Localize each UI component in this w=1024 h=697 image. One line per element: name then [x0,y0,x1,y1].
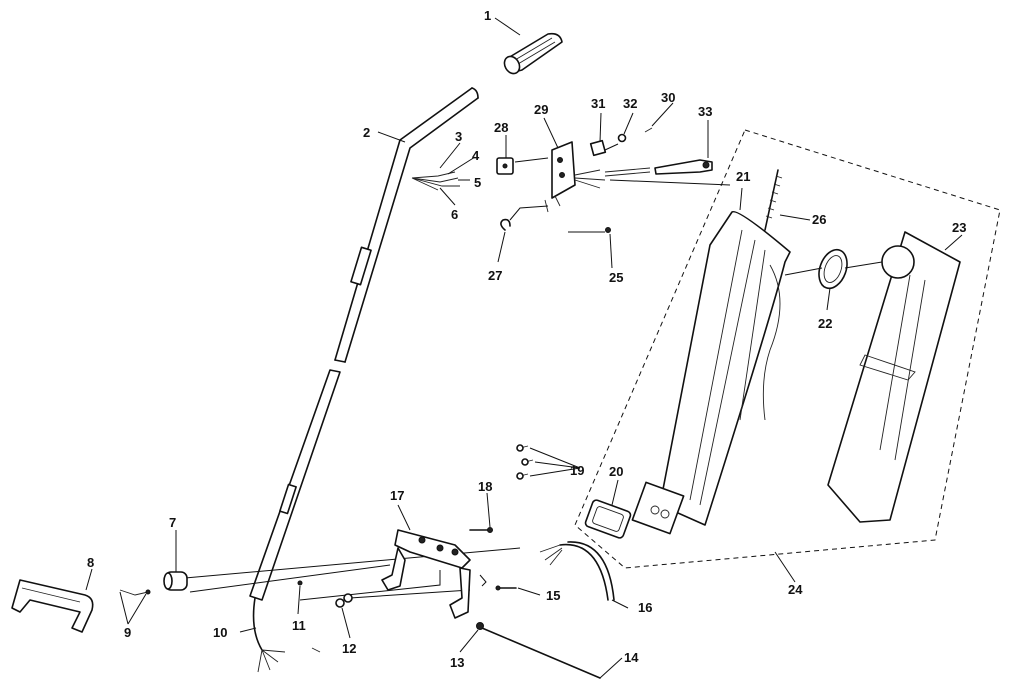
label-1: 1 [484,8,491,23]
label-4: 4 [472,148,480,163]
label-19: 19 [570,463,584,478]
label-24: 24 [788,582,803,597]
label-14: 14 [624,650,639,665]
leader-lines [85,17,963,679]
bag-spring [764,169,783,231]
label-6: 6 [451,207,458,222]
handle-cover [11,579,94,633]
label-27: 27 [488,268,502,283]
label-30: 30 [661,90,675,105]
label-28: 28 [494,120,508,135]
label-16: 16 [638,600,652,615]
cord-connector [604,159,713,177]
small-parts-bottom [297,580,353,608]
bracket-screw [469,527,493,533]
label-21: 21 [736,169,750,184]
label-33: 33 [698,104,712,119]
label-9: 9 [124,625,131,640]
label-15: 15 [546,588,560,603]
bag-adapter [584,499,632,539]
label-32: 32 [623,96,637,111]
switch [496,157,514,175]
handle-pivot [163,571,188,591]
label-18: 18 [478,479,492,494]
outer-bag [631,210,791,535]
handle-wires [411,171,460,191]
part-labels: 1 2 3 4 5 6 7 8 9 10 11 12 13 14 15 16 1… [87,8,966,670]
hose-tube [539,541,615,601]
label-31: 31 [591,96,605,111]
screw-15 [495,585,517,591]
small-parts-top [589,127,653,157]
switch-plate [544,141,606,213]
screws-9 [119,589,151,596]
label-12: 12 [342,641,356,656]
label-23: 23 [952,220,966,235]
label-29: 29 [534,102,548,117]
fasteners [516,444,534,480]
lower-handle-tube [249,369,341,601]
paper-bag [827,231,961,523]
label-20: 20 [609,464,623,479]
label-10: 10 [213,625,227,640]
label-8: 8 [87,555,94,570]
hook-and-screw [500,218,611,233]
cord-wires [239,597,321,673]
handle-bracket [381,529,471,619]
label-11: 11 [292,618,306,633]
label-5: 5 [474,175,481,190]
bag-ring [818,248,848,290]
label-17: 17 [390,488,404,503]
label-3: 3 [455,129,462,144]
label-26: 26 [812,212,826,227]
label-7: 7 [169,515,176,530]
bag-assembly-outline [574,129,1001,569]
reference-lines [184,143,883,601]
handle-grip [503,32,563,75]
label-13: 13 [450,655,464,670]
label-2: 2 [363,125,370,140]
label-25: 25 [609,270,623,285]
label-22: 22 [818,316,832,331]
latch-rod [476,622,601,679]
